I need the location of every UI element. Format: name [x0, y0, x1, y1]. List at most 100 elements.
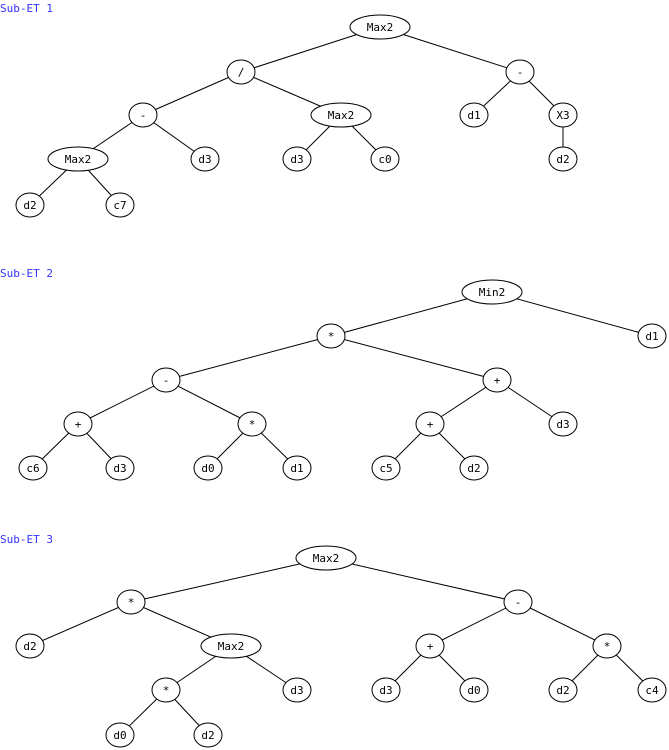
tree-node: + [415, 411, 445, 437]
tree-node-ellipse [15, 192, 45, 218]
tree-node-label: + [427, 640, 434, 653]
tree-node-ellipse [116, 589, 146, 615]
tree-node-label: X3 [556, 109, 569, 122]
tree-node: d2 [193, 722, 223, 748]
tree-node-ellipse [282, 146, 312, 172]
tree-node-ellipse [151, 367, 181, 393]
tree-node-label: + [494, 374, 501, 387]
tree-edge [330, 335, 498, 381]
tree-node-label: d0 [201, 462, 214, 475]
tree-node: d2 [459, 455, 489, 481]
tree-node-label: - [163, 374, 170, 387]
tree-node: * [151, 677, 181, 703]
tree-node-ellipse [18, 455, 48, 481]
tree-node: d0 [193, 455, 223, 481]
tree-node-ellipse [190, 146, 220, 172]
tree-node-label: / [238, 66, 245, 79]
tree-node-label: Max2 [313, 552, 340, 565]
tree-node: Max2 [349, 14, 411, 40]
tree-node-ellipse [482, 367, 512, 393]
tree-node-ellipse [316, 323, 346, 349]
tree-node-label: d3 [198, 153, 211, 166]
tree-node: d1 [637, 323, 667, 349]
tree-edge [142, 71, 242, 116]
tree-node: c5 [371, 455, 401, 481]
tree-node-label: + [75, 418, 82, 431]
tree-node-label: d0 [467, 684, 480, 697]
tree-node: d3 [282, 677, 312, 703]
tree-node-label: * [128, 596, 135, 609]
tree-node: d0 [105, 722, 135, 748]
tree-title: Sub-ET 1 [0, 2, 53, 15]
tree-node-ellipse [63, 411, 93, 437]
tree-node-label: d3 [290, 153, 303, 166]
tree-node-label: * [328, 330, 335, 343]
tree-node-label: c4 [645, 684, 659, 697]
tree-node-ellipse [282, 677, 312, 703]
tree-edge [491, 291, 653, 337]
tree-node-label: d3 [379, 684, 392, 697]
tree-node: Max2 [310, 102, 372, 128]
tree-node: d0 [459, 677, 489, 703]
tree-node: d3 [282, 146, 312, 172]
tree-node-label: - [515, 596, 522, 609]
tree-node-label: d0 [113, 729, 126, 742]
tree-node-ellipse [47, 146, 109, 172]
tree-node: / [226, 59, 256, 85]
tree-node: c6 [18, 455, 48, 481]
tree-node-ellipse [226, 59, 256, 85]
tree-node: d3 [371, 677, 401, 703]
tree-node-label: Max2 [218, 640, 245, 653]
tree-node-label: - [517, 66, 524, 79]
tree-node-ellipse [310, 102, 372, 128]
tree-node-ellipse [128, 102, 158, 128]
tree-node-ellipse [15, 633, 45, 659]
tree-node-label: d2 [201, 729, 214, 742]
tree-node-label: Max2 [65, 153, 92, 166]
tree-node: d1 [459, 102, 489, 128]
tree-node-ellipse [459, 102, 489, 128]
tree-node: d2 [15, 633, 45, 659]
tree-node: - [505, 59, 535, 85]
tree-node-ellipse [637, 677, 667, 703]
tree-node-ellipse [461, 279, 523, 305]
tree-node: * [592, 633, 622, 659]
titles-layer: Sub-ET 1 Sub-ET 2 Sub-ET 3 [0, 2, 53, 546]
tree-node-label: d2 [556, 153, 569, 166]
tree-node-ellipse [371, 455, 401, 481]
tree-node: c7 [105, 192, 135, 218]
tree-node-label: Max2 [328, 109, 355, 122]
tree-title: Sub-ET 2 [0, 267, 53, 280]
tree-node-ellipse [459, 455, 489, 481]
tree-title: Sub-ET 3 [0, 533, 53, 546]
tree-edge [29, 601, 132, 647]
tree-node-ellipse [503, 589, 533, 615]
tree-node-ellipse [237, 411, 267, 437]
tree-node-label: * [604, 640, 611, 653]
tree-node-label: Min2 [479, 286, 506, 299]
tree-node: * [237, 411, 267, 437]
tree-node: d3 [548, 411, 578, 437]
tree-node: Max2 [295, 545, 357, 571]
tree-node: Min2 [461, 279, 523, 305]
tree-node-ellipse [200, 633, 262, 659]
tree-node-ellipse [459, 677, 489, 703]
tree-node-ellipse [282, 455, 312, 481]
tree-edge [325, 557, 519, 603]
tree-node-label: d1 [467, 109, 480, 122]
tree-node-ellipse [151, 677, 181, 703]
tree-node-ellipse [592, 633, 622, 659]
tree-node: Max2 [47, 146, 109, 172]
tree-node: d2 [548, 146, 578, 172]
tree-node-label: d2 [23, 640, 36, 653]
tree-node: + [63, 411, 93, 437]
tree-node-ellipse [505, 59, 535, 85]
tree-node-ellipse [193, 722, 223, 748]
tree-node-ellipse [548, 102, 578, 128]
tree-node-ellipse [295, 545, 357, 571]
tree-node-ellipse [415, 633, 445, 659]
tree-node-label: c7 [113, 199, 126, 212]
tree-node: X3 [548, 102, 578, 128]
tree-node: d2 [15, 192, 45, 218]
